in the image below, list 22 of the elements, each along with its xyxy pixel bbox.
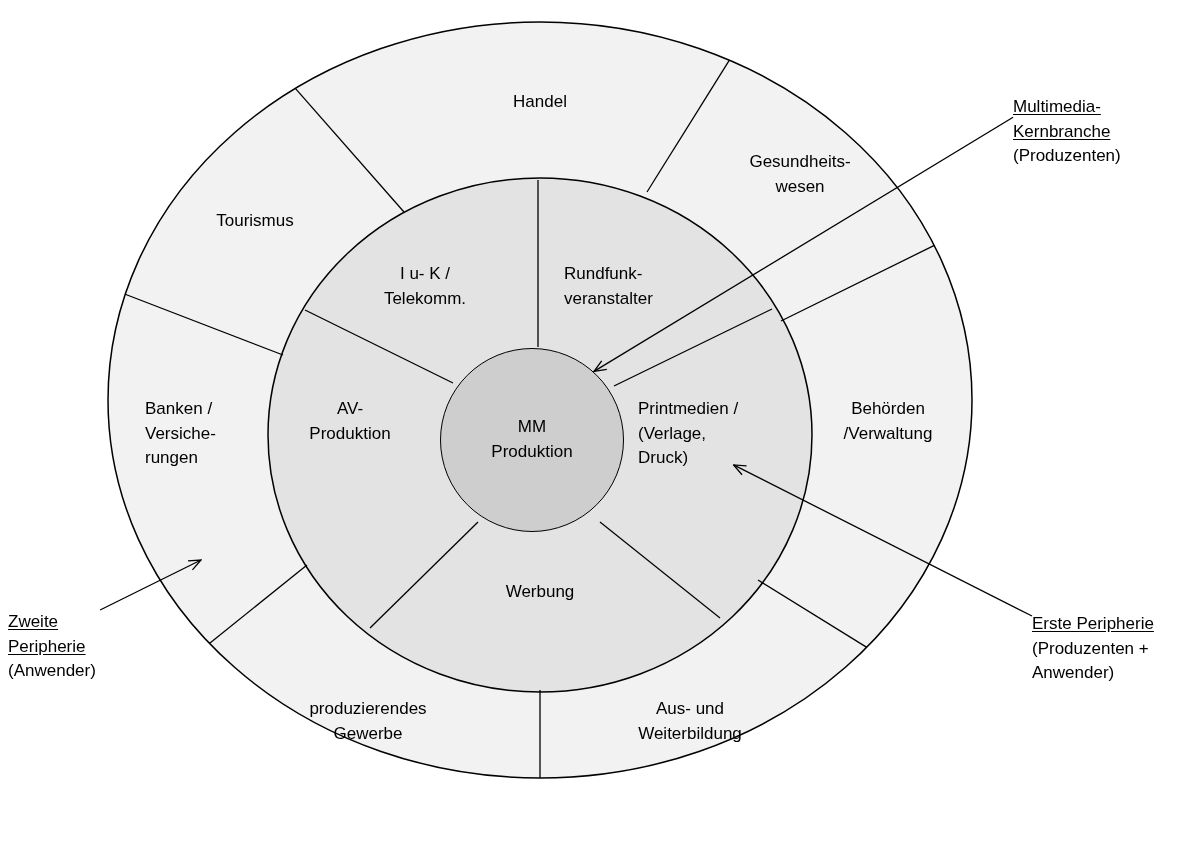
- sector-label: I u- K / Telekomm.: [382, 263, 468, 310]
- callout-heading: Multimedia- Kernbranche: [1013, 96, 1112, 143]
- callout-note: (Produzenten + Anwender): [1032, 637, 1150, 685]
- leader-arrow: [593, 116, 1014, 373]
- sector-label: Behörden /Verwaltung: [842, 398, 934, 445]
- sector-label: Handel: [513, 91, 567, 113]
- sector-label: AV- Produktion: [308, 398, 392, 445]
- callout-heading: Zweite Peripherie: [8, 611, 87, 658]
- sector-label: produzierendes Gewerbe: [308, 698, 428, 745]
- sector-label: Rundfunk- veranstalter: [564, 263, 654, 310]
- sector-label: Werbung: [505, 581, 575, 603]
- sector-label: Banken / Versiche- rungen: [145, 398, 217, 470]
- sector-label: Tourismus: [216, 210, 294, 232]
- sector-label: Printmedien / (Verlage, Druck): [638, 398, 740, 470]
- leader-arrow: [732, 464, 1033, 617]
- leader-arrow: [99, 559, 202, 611]
- sector-label: Gesundheits- wesen: [748, 151, 852, 198]
- callout-note: (Produzenten): [1013, 145, 1122, 168]
- sector-label: MM Produktion: [490, 416, 574, 463]
- callout-note: (Anwender): [8, 660, 97, 683]
- callout-heading: Erste Peripherie: [1032, 613, 1155, 635]
- sector-label: Aus- und Weiterbildung: [637, 698, 743, 745]
